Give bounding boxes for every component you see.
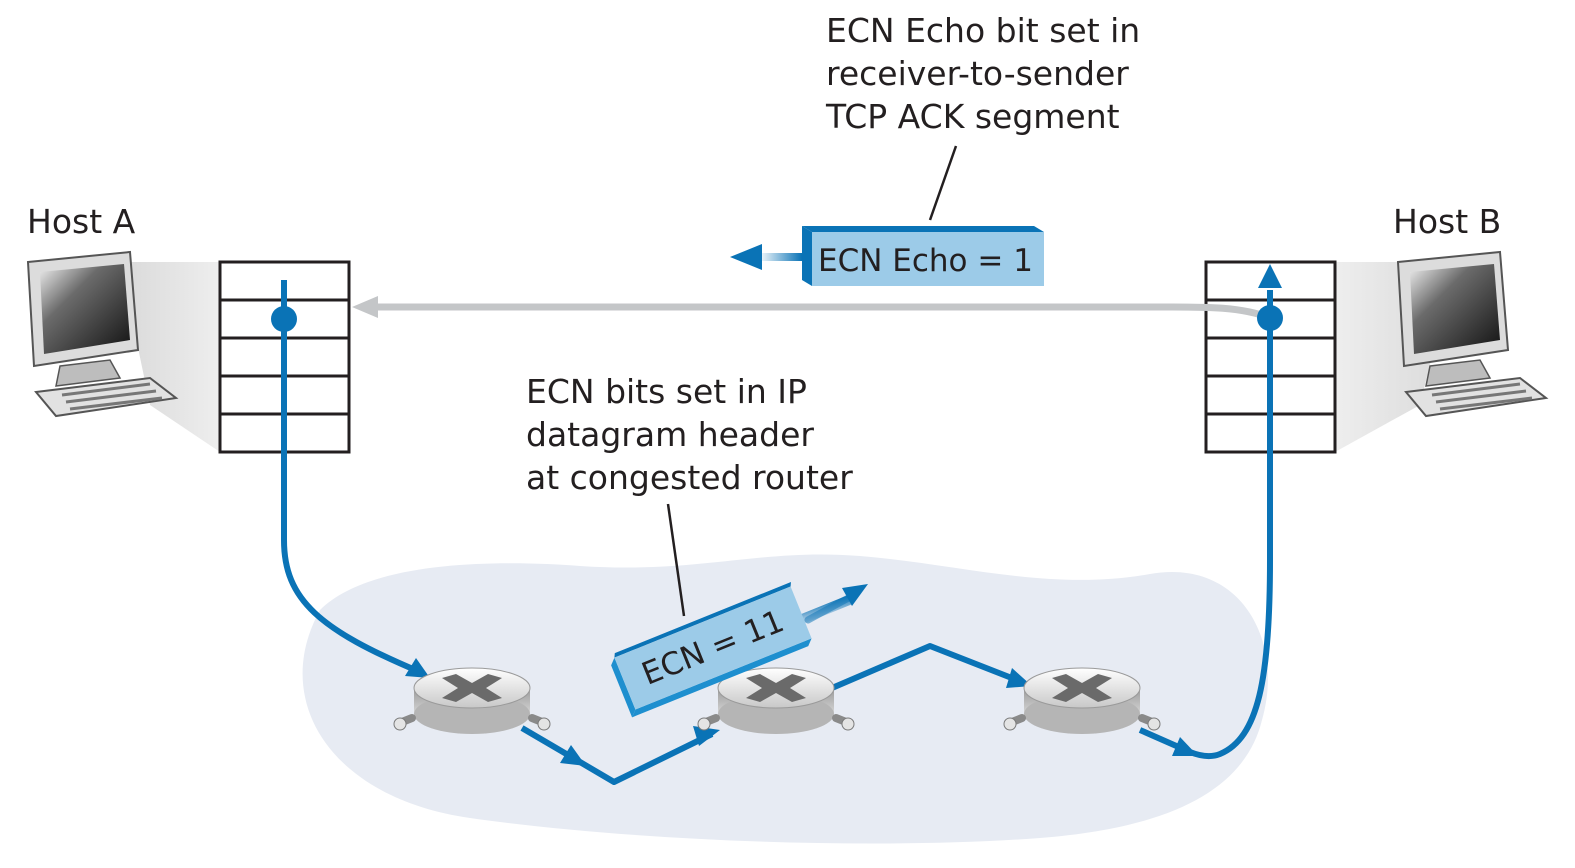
- host-a-stack-dot: [271, 306, 297, 332]
- host-b-computer-icon: [1396, 250, 1549, 418]
- ack-arrowhead: [352, 296, 378, 318]
- echo-callout-leader: [928, 145, 958, 221]
- ack-return-path: [372, 303, 1272, 322]
- echo-callout-line: TCP ACK segment: [826, 97, 1120, 136]
- ecn-echo-segment: [730, 226, 1044, 286]
- ecn-callout-line: datagram header: [526, 415, 814, 454]
- echo-callout-text: ECN Echo bit set in receiver-to-sender T…: [826, 9, 1140, 138]
- ecn-callout-text: ECN bits set in IP datagram header at co…: [526, 370, 853, 499]
- echo-callout-line: receiver-to-sender: [826, 54, 1129, 93]
- host-a-computer-icon: [26, 250, 179, 418]
- host-b-label: Host B: [1393, 202, 1502, 241]
- host-b-stack-dot: [1257, 305, 1283, 331]
- ecn-callout-line: at congested router: [526, 458, 853, 497]
- host-a-beam: [120, 262, 220, 452]
- ecn-11-packet: [611, 581, 868, 718]
- ecn-callout-line: ECN bits set in IP: [526, 372, 807, 411]
- ecn-callout-leader: [666, 503, 686, 617]
- host-a-label: Host A: [27, 202, 136, 241]
- echo-callout-line: ECN Echo bit set in: [826, 11, 1141, 50]
- data-path: [281, 280, 1273, 785]
- ecn-echo-label: ECN Echo = 1: [818, 243, 1033, 279]
